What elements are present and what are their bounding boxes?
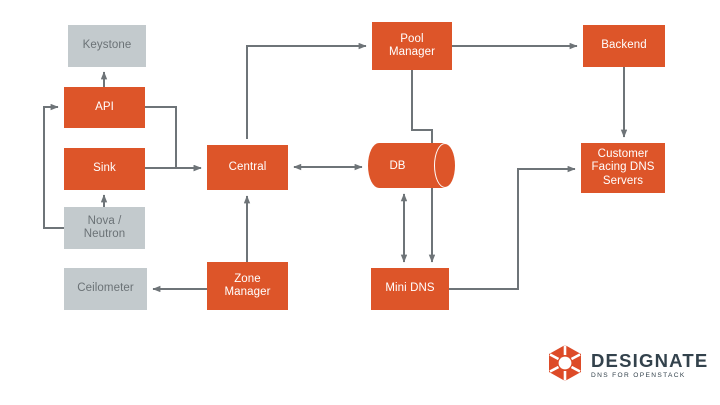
node-label: Keystone <box>82 39 132 52</box>
node-db: DB <box>367 143 456 188</box>
edge-nova-api <box>43 103 64 229</box>
node-backend: Backend <box>583 25 665 67</box>
logo-wordmark: DESIGNATE <box>591 350 709 371</box>
cylinder-right-cap <box>434 143 456 188</box>
designate-hexagon-icon <box>547 344 583 387</box>
node-central: Central <box>207 145 288 190</box>
node-minidns: Mini DNS <box>371 268 449 310</box>
node-sink: Sink <box>64 148 145 190</box>
node-label: Backend <box>601 39 647 52</box>
node-label: Mini DNS <box>385 282 435 295</box>
node-label: Nova /Neutron <box>83 214 126 241</box>
node-api: API <box>64 87 145 128</box>
designate-logo: DESIGNATE DNS FOR OPENSTACK <box>547 344 708 387</box>
node-label: API <box>95 100 114 113</box>
edge-api-central <box>145 106 202 172</box>
node-label: Ceilometer <box>77 282 134 295</box>
node-label: DB <box>389 159 406 172</box>
logo-tagline: DNS FOR OPENSTACK <box>591 372 686 379</box>
node-label: Sink <box>93 162 116 175</box>
node-nova: Nova /Neutron <box>64 207 145 249</box>
edge-minidns-customer <box>449 165 576 290</box>
edge-central-pool <box>246 42 367 139</box>
node-keystone: Keystone <box>68 25 146 67</box>
node-ceilometer: Ceilometer <box>64 268 147 310</box>
node-label: Central <box>228 160 267 173</box>
